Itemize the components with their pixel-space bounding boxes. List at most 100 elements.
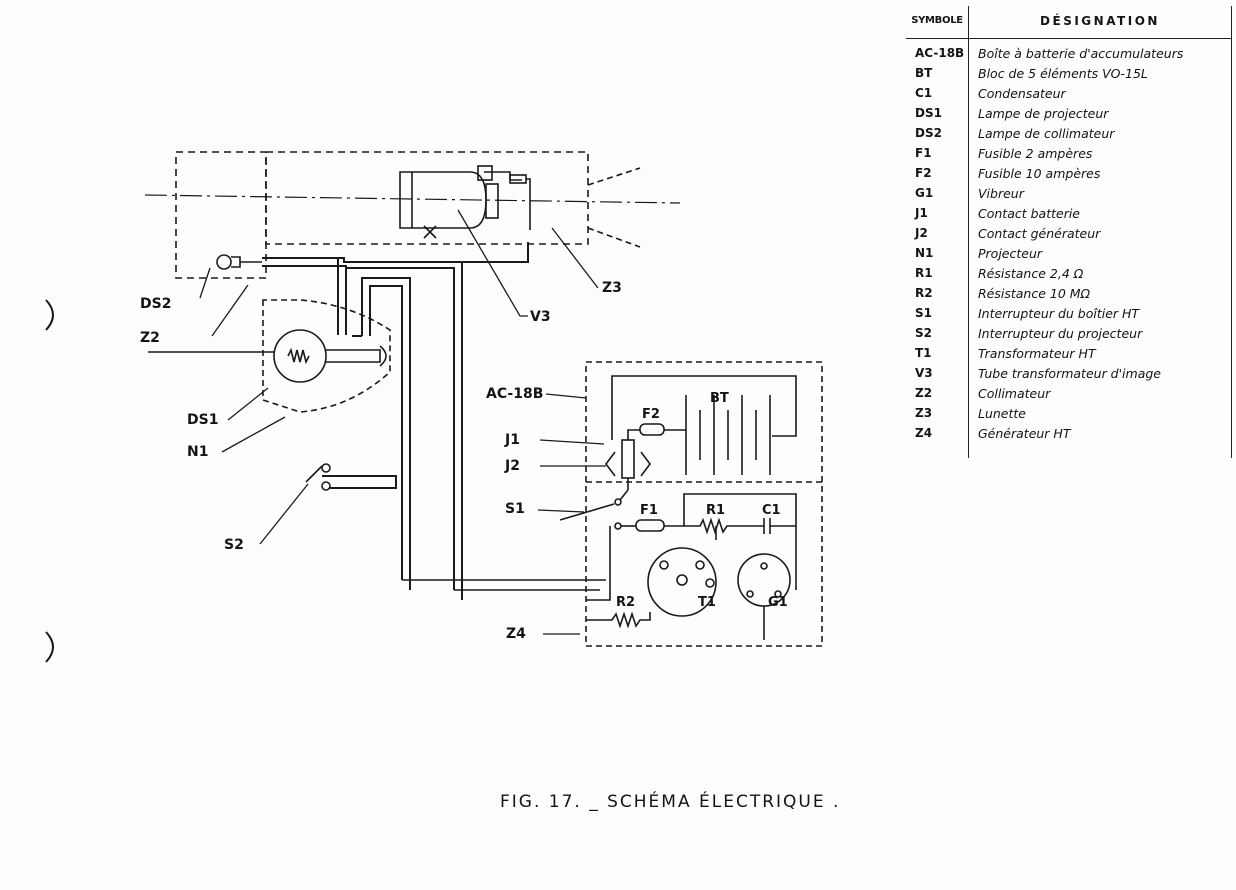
label-bt: BT <box>710 391 729 406</box>
legend-row: G1 Vibreur <box>906 184 1231 204</box>
legend-designation: Tube transformateur d'image <box>978 366 1161 381</box>
legend-header: SYMBOLE DÉSIGNATION <box>906 6 1231 39</box>
label-r1: R1 <box>706 503 725 518</box>
legend-symbol: T1 <box>915 346 932 360</box>
legend-row: AC-18B Boîte à batterie d'accumulateurs <box>906 44 1231 64</box>
legend-symbol: Z4 <box>915 426 933 440</box>
legend-designation: Vibreur <box>978 186 1024 201</box>
label-r2: R2 <box>616 595 635 610</box>
legend-symbol: AC-18B <box>915 46 965 60</box>
legend-row: C1 Condensateur <box>906 84 1231 104</box>
legend-divider <box>968 6 969 458</box>
legend-symbol: R2 <box>915 286 933 300</box>
legend-symbol: C1 <box>915 86 933 100</box>
label-z2: Z2 <box>140 330 160 346</box>
projector-n1 <box>148 299 391 413</box>
label-g1: G1 <box>768 595 788 610</box>
projector-switch-s2 <box>305 463 331 491</box>
label-s1: S1 <box>505 501 525 517</box>
legend-symbol: DS2 <box>915 126 942 140</box>
legend-row: R1 Résistance 2,4 Ω <box>906 264 1231 284</box>
contacts-j1-j2 <box>605 439 651 490</box>
label-c1: C1 <box>762 503 781 518</box>
legend-row: T1 Transformateur HT <box>906 344 1231 364</box>
label-j1: J1 <box>504 432 520 448</box>
legend-symbol: F2 <box>915 166 932 180</box>
legend-row: F1 Fusible 2 ampères <box>906 144 1231 164</box>
legend-row: S2 Interrupteur du projecteur <box>906 324 1231 344</box>
label-ac18b: AC-18B <box>486 386 543 402</box>
legend-symbol: V3 <box>915 366 933 380</box>
image-tube-v3 <box>399 165 531 239</box>
legend-row: V3 Tube transformateur d'image <box>906 364 1231 384</box>
leader-lines <box>199 209 606 635</box>
legend-designation: Collimateur <box>978 386 1051 401</box>
label-t1: T1 <box>698 595 716 610</box>
legend-designation: Interrupteur du projecteur <box>978 326 1143 341</box>
legend-designation: Générateur HT <box>978 426 1071 441</box>
label-v3: V3 <box>530 309 551 325</box>
label-ds2: DS2 <box>140 296 171 312</box>
eyepiece <box>587 167 641 248</box>
label-z4: Z4 <box>506 626 526 642</box>
symbol-legend-table: SYMBOLE DÉSIGNATION AC-18B Boîte à batter… <box>906 6 1232 458</box>
label-f2: F2 <box>642 407 660 422</box>
legend-designation: Résistance 2,4 Ω <box>978 266 1084 281</box>
legend-symbol: S2 <box>915 326 932 340</box>
label-ds1: DS1 <box>187 412 218 428</box>
legend-symbol: Z3 <box>915 406 933 420</box>
binder-mark-bottom <box>45 631 54 663</box>
figure-caption: FIG. 17. _ SCHÉMA ÉLECTRIQUE . <box>500 792 841 812</box>
legend-designation: Lampe de collimateur <box>978 126 1115 141</box>
legend-row: J2 Contact générateur <box>906 224 1231 244</box>
legend-designation: Résistance 10 MΩ <box>978 286 1091 301</box>
legend-header-symbol: SYMBOLE <box>911 15 963 26</box>
legend-designation: Contact batterie <box>978 206 1080 221</box>
legend-symbol: DS1 <box>915 106 942 120</box>
legend-row: R2 Résistance 10 MΩ <box>906 284 1231 304</box>
legend-row: J1 Contact batterie <box>906 204 1231 224</box>
legend-row: DS1 Lampe de projecteur <box>906 104 1231 124</box>
legend-designation: Boîte à batterie d'accumulateurs <box>978 46 1184 61</box>
battery-bt <box>611 375 797 475</box>
optical-axis <box>144 194 681 204</box>
legend-symbol: R1 <box>915 266 933 280</box>
legend-symbol: F1 <box>915 146 932 160</box>
legend-designation: Fusible 2 ampères <box>978 146 1093 161</box>
collimator-lamp-ds2 <box>216 254 262 270</box>
legend-designation: Transformateur HT <box>978 346 1096 361</box>
legend-designation: Lampe de projecteur <box>978 106 1109 121</box>
label-n1: N1 <box>187 444 208 460</box>
legend-row: Z4 Générateur HT <box>906 424 1231 444</box>
collimator-enclosure <box>175 151 589 279</box>
legend-header-designation: DÉSIGNATION <box>1040 14 1160 28</box>
legend-symbol: J2 <box>915 226 928 240</box>
label-s2: S2 <box>224 537 244 553</box>
legend-designation: Condensateur <box>978 86 1066 101</box>
legend-row: Z2 Collimateur <box>906 384 1231 404</box>
binder-mark-top <box>45 299 54 331</box>
legend-row: DS2 Lampe de collimateur <box>906 124 1231 144</box>
legend-designation: Fusible 10 ampères <box>978 166 1101 181</box>
legend-row: S1 Interrupteur du boîtier HT <box>906 304 1231 324</box>
label-f1: F1 <box>640 503 658 518</box>
legend-symbol: J1 <box>915 206 928 220</box>
legend-symbol: S1 <box>915 306 932 320</box>
label-j2: J2 <box>504 458 520 474</box>
collimator-cable <box>262 242 529 600</box>
legend-row: F2 Fusible 10 ampères <box>906 164 1231 184</box>
legend-symbol: N1 <box>915 246 934 260</box>
legend-symbol: G1 <box>915 186 934 200</box>
legend-row: Z3 Lunette <box>906 404 1231 424</box>
legend-designation: Lunette <box>978 406 1026 421</box>
legend-designation: Contact générateur <box>978 226 1101 241</box>
projector-cable <box>322 277 411 590</box>
legend-symbol: BT <box>915 66 933 80</box>
legend-symbol: Z2 <box>915 386 933 400</box>
label-z3: Z3 <box>602 280 622 296</box>
legend-designation: Interrupteur du boîtier HT <box>978 306 1140 321</box>
